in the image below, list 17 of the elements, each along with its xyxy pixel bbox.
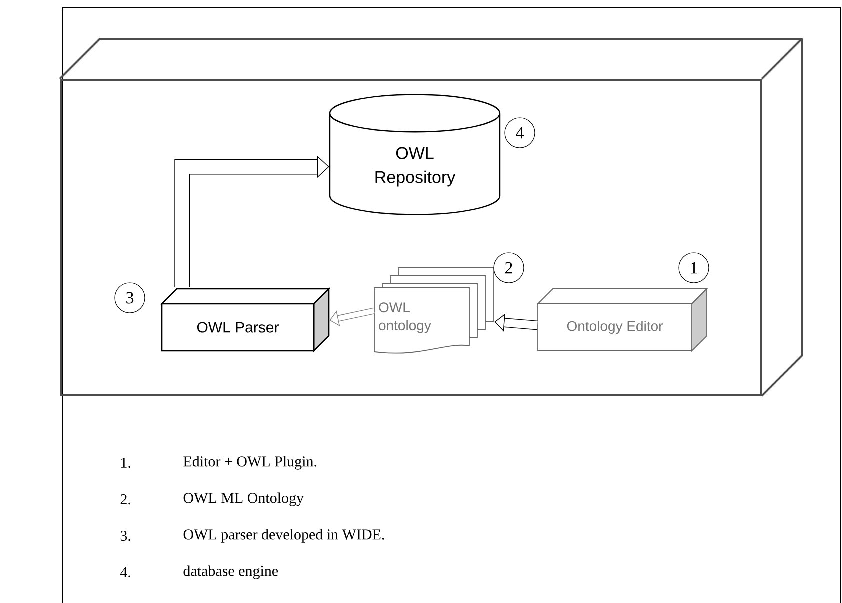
list-number: 3.: [120, 530, 130, 542]
list-number: 2.: [120, 494, 130, 505]
list-item-text: database engine: [184, 566, 278, 580]
callout-number: 2: [494, 252, 524, 284]
list-number: 4.: [120, 567, 130, 578]
database-cylinder: OWL Repository: [329, 94, 501, 216]
callout-number: 1: [678, 252, 710, 284]
hollow-arrow: [330, 308, 375, 327]
list-number: 1.: [122, 458, 130, 468]
document-stack: OWL ontology: [374, 268, 494, 354]
list-item-text: OWL ML Ontology: [184, 492, 304, 506]
box-drawing: [59, 38, 803, 397]
list-item-text: Editor + OWL Plugin.: [184, 456, 316, 470]
hollow-arrow: [174, 156, 330, 288]
list-item-text: OWL parser developed in WIDE.: [184, 529, 384, 543]
callout-number: 3: [114, 282, 146, 314]
callout-number: 4: [504, 118, 536, 148]
